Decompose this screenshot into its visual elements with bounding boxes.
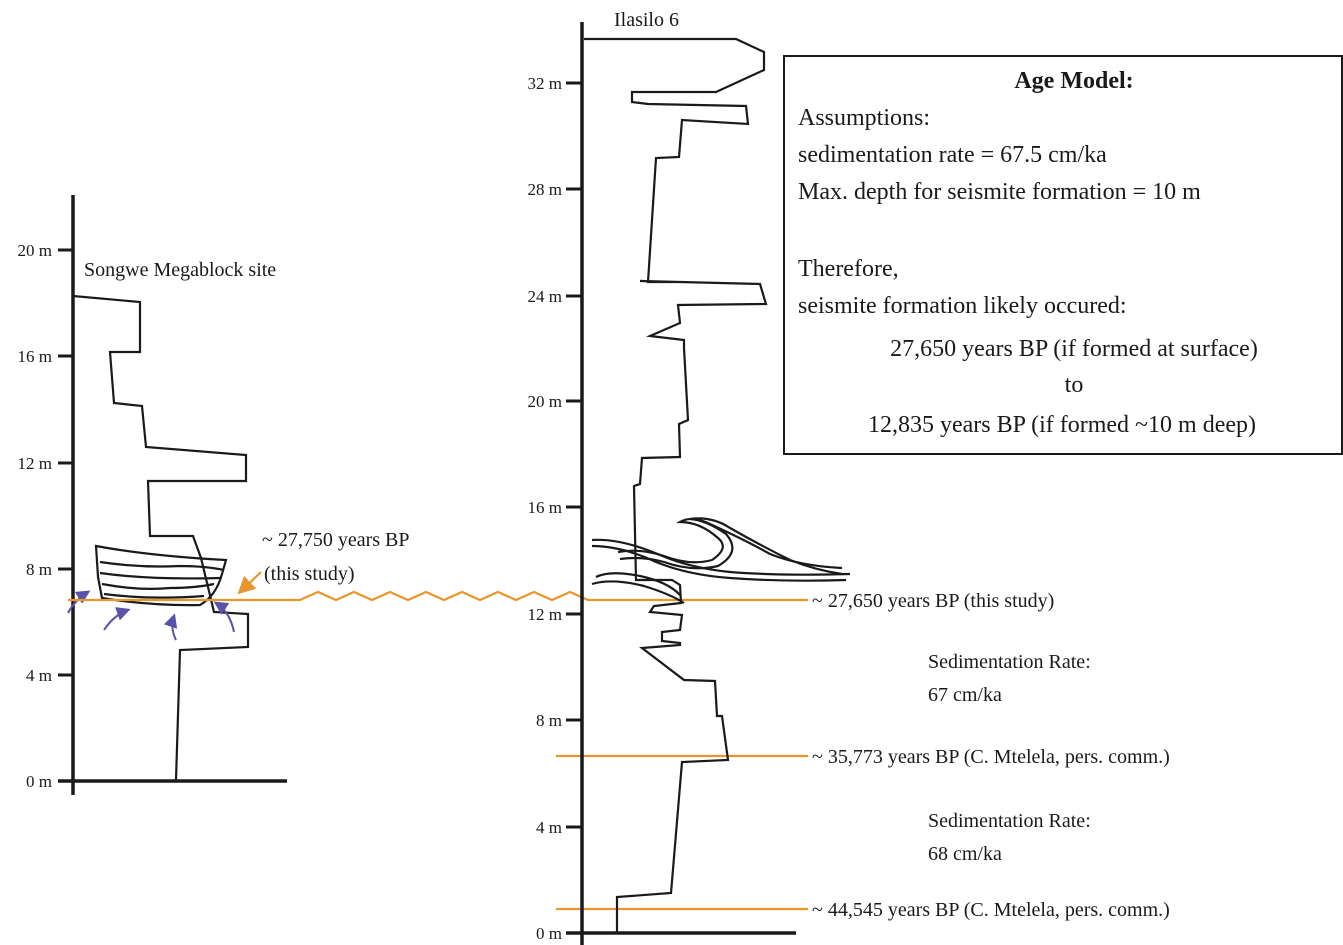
fold-bed-1 <box>595 572 681 596</box>
age-model-title: Age Model: <box>1014 68 1133 94</box>
songwe-age-arrow-icon <box>237 571 262 595</box>
sedimentation-rate-upper-value: 67 cm/ka <box>928 684 1002 706</box>
age-label-top: ~ 27,650 years BP (this study) <box>812 590 1054 612</box>
songwe-tick-label-12: 12 m <box>18 454 52 473</box>
deformation-arrow-icon <box>213 601 235 633</box>
ilasilo-tick-label-32: 32 m <box>528 74 562 93</box>
megablock-lamina-4 <box>103 592 205 599</box>
songwe-tick-marks <box>58 248 73 783</box>
age-model-line: Assumptions: <box>798 105 930 131</box>
ilasilo-tick-label-12: 12 m <box>528 605 562 624</box>
sedimentation-rate-lower-value: 68 cm/ka <box>928 843 1002 865</box>
megablock-lamina-2 <box>99 571 221 580</box>
fold-bed-2 <box>591 580 685 604</box>
age-model-line: seismite formation likely occured: <box>798 293 1127 319</box>
age-model-line: Therefore, <box>798 256 899 282</box>
age-model-frame <box>783 55 1343 455</box>
deformation-arrow-icon <box>67 590 91 614</box>
deformation-arrow-icon <box>163 613 178 641</box>
ilasilo-tick-label-24: 24 m <box>528 287 562 306</box>
megablock-outline <box>94 544 228 607</box>
age-model-line: 27,650 years BP (if formed at surface) <box>890 336 1258 362</box>
songwe-tick-label-16: 16 m <box>18 347 52 366</box>
songwe-site-label: Songwe Megablock site <box>84 259 276 281</box>
songwe-column: 0 m 4 m 8 m 12 m 16 m 20 m Songwe Megabl… <box>18 195 409 795</box>
ilasilo-grain-size-profile <box>584 37 768 932</box>
age-label-bottom: ~ 44,545 years BP (C. Mtelela, pers. com… <box>812 899 1170 921</box>
ilasilo-tick-label-4: 4 m <box>536 818 562 837</box>
songwe-age-label-note: (this study) <box>264 563 355 585</box>
age-model-line: 12,835 years BP (if formed ~10 m deep) <box>868 412 1256 438</box>
ilasilo-tick-label-20: 20 m <box>528 392 562 411</box>
songwe-megablock <box>94 544 228 607</box>
megablock-lamina-3 <box>101 582 215 590</box>
age-model-box: Age Model: Assumptions: sedimentation ra… <box>783 55 1343 455</box>
ilasilo-site-label: Ilasilo 6 <box>614 9 679 31</box>
age-model-line: to <box>1065 372 1084 398</box>
fold-bed-6 <box>619 517 843 576</box>
ilasilo-tick-label-8: 8 m <box>536 711 562 730</box>
songwe-grain-size-profile <box>72 294 250 781</box>
fold-bed-5 <box>617 517 843 570</box>
sedimentation-rate-upper-label: Sedimentation Rate: <box>928 651 1091 673</box>
ilasilo-folded-beds <box>591 517 851 604</box>
correlation-line <box>68 590 808 911</box>
songwe-tick-label-4: 4 m <box>26 666 52 685</box>
ilasilo-tick-label-16: 16 m <box>528 498 562 517</box>
sedimentation-rate-lower-label: Sedimentation Rate: <box>928 810 1091 832</box>
ilasilo-tick-label-0: 0 m <box>536 924 562 943</box>
age-model-line: Max. depth for seismite formation = 10 m <box>798 179 1201 205</box>
megablock-lamina-1 <box>99 560 225 572</box>
deformation-arrows <box>67 590 235 641</box>
ilasilo-tick-marks <box>566 81 582 935</box>
songwe-tick-label-0: 0 m <box>26 772 52 791</box>
songwe-tick-label-20: 20 m <box>18 241 52 260</box>
songwe-age-label: ~ 27,750 years BP <box>262 529 409 551</box>
songwe-tick-label-8: 8 m <box>26 560 52 579</box>
ilasilo-tick-label-28: 28 m <box>528 180 562 199</box>
ilasilo-column: 0 m 4 m 8 m 12 m 16 m 20 m 24 m 28 m 32 … <box>528 9 851 945</box>
deformation-arrow-icon <box>103 607 131 631</box>
age-label-middle: ~ 35,773 years BP (C. Mtelela, pers. com… <box>812 746 1170 768</box>
correlation-zigzag <box>68 590 808 602</box>
age-model-line: sedimentation rate = 67.5 cm/ka <box>798 142 1107 168</box>
